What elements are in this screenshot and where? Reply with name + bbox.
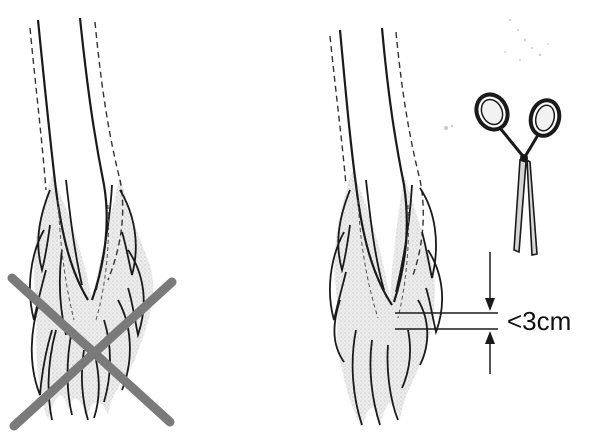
left-tube-dashed-line <box>30 28 46 190</box>
right-hair-fill <box>334 170 435 428</box>
left-panel <box>12 18 172 426</box>
scissors-icon <box>471 89 563 255</box>
measurement-label: <3cm <box>507 306 571 336</box>
right-panel: <3cm <box>330 19 571 428</box>
right-tail-illustration <box>330 28 498 428</box>
